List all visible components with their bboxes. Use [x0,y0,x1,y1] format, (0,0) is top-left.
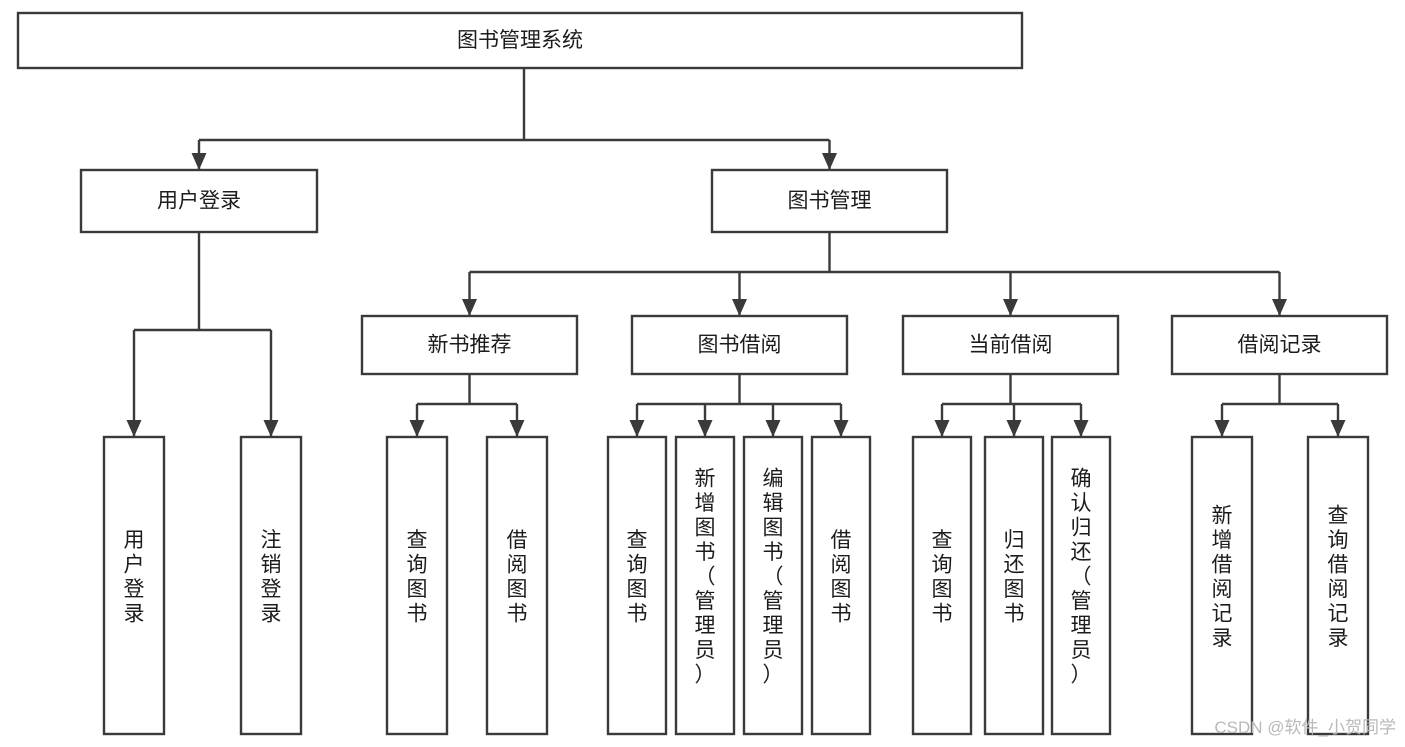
node-box-leaf-user-login [102,435,166,736]
node-box-leaf-query-book-recommend [385,435,449,736]
arrowhead-leaf-return-book [1006,420,1022,437]
node-leaf-query-book-borrow[interactable]: 查询图书 [606,435,668,736]
node-box-leaf-logout-login [239,435,303,736]
node-root[interactable]: 图书管理系统 [16,11,1024,70]
node-label-leaf-query-book-current: 查询图书 [932,529,953,626]
arrowhead-user-login [191,153,207,170]
node-book-manage[interactable]: 图书管理 [710,168,949,234]
node-new-book-recommend[interactable]: 新书推荐 [360,314,579,376]
node-leaf-query-book-recommend[interactable]: 查询图书 [385,435,449,736]
node-leaf-add-borrow-record[interactable]: 新增借阅记录 [1190,435,1254,736]
arrowhead-book-borrow [732,299,747,316]
arrowhead-leaf-user-login [126,420,142,437]
node-label-leaf-confirm-return-admin: 确认归还（管理员） [1071,468,1092,687]
node-label-leaf-logout-login: 注销登录 [261,529,282,626]
arrowhead-leaf-logout-login [263,420,279,437]
node-label-leaf-add-book-admin: 新增图书（管理员） [695,468,716,687]
node-box-leaf-query-book-borrow [606,435,668,736]
node-box-book-manage [710,168,949,234]
arrowhead-leaf-confirm-return-admin [1073,420,1089,437]
node-label-book-manage: 图书管理 [788,190,872,213]
node-box-user-login [79,168,319,234]
node-label-leaf-return-book: 归还图书 [1004,529,1025,626]
arrowhead-new-book-recommend [462,299,477,316]
arrowhead-leaf-add-book-admin [697,420,713,437]
node-box-new-book-recommend [360,314,579,376]
node-box-current-borrow [901,314,1120,376]
arrowhead-leaf-borrow-book [833,420,849,437]
node-layer: 图书管理系统用户登录图书管理新书推荐图书借阅当前借阅借阅记录用户登录注销登录查询… [16,11,1389,736]
node-box-leaf-borrow-book-recommend [485,435,549,736]
node-label-leaf-add-borrow-record: 新增借阅记录 [1212,504,1233,650]
arrowhead-leaf-add-borrow-record [1214,420,1230,437]
csdn-watermark: CSDN @软件_小贺同学 [1214,718,1396,737]
node-label-leaf-borrow-book: 借阅图书 [831,529,852,626]
node-label-leaf-user-login: 用户登录 [124,529,145,626]
arrowhead-leaf-query-book-current [934,420,950,437]
node-label-leaf-borrow-book-recommend: 借阅图书 [507,529,528,626]
node-borrow-record[interactable]: 借阅记录 [1170,314,1389,376]
node-label-leaf-query-book-recommend: 查询图书 [407,529,428,626]
arrowhead-leaf-query-book-recommend [409,420,425,437]
node-leaf-logout-login[interactable]: 注销登录 [239,435,303,736]
node-box-leaf-borrow-book [810,435,872,736]
node-box-root [16,11,1024,70]
node-leaf-borrow-book-recommend[interactable]: 借阅图书 [485,435,549,736]
connector-layer [126,68,1346,437]
node-current-borrow[interactable]: 当前借阅 [901,314,1120,376]
node-box-book-borrow [630,314,849,376]
node-leaf-borrow-book[interactable]: 借阅图书 [810,435,872,736]
node-box-leaf-query-book-current [911,435,973,736]
node-label-book-borrow: 图书借阅 [698,334,782,357]
arrowhead-borrow-record [1272,299,1287,316]
node-leaf-query-book-current[interactable]: 查询图书 [911,435,973,736]
node-label-leaf-edit-book-admin: 编辑图书（管理员） [763,468,784,687]
node-label-borrow-record: 借阅记录 [1238,334,1322,357]
arrowhead-leaf-query-book-borrow [629,420,645,437]
node-book-borrow[interactable]: 图书借阅 [630,314,849,376]
node-box-leaf-return-book [983,435,1045,736]
node-label-current-borrow: 当前借阅 [969,334,1053,357]
node-leaf-confirm-return-admin[interactable]: 确认归还（管理员） [1050,435,1112,736]
node-label-new-book-recommend: 新书推荐 [428,334,512,357]
node-leaf-return-book[interactable]: 归还图书 [983,435,1045,736]
node-leaf-add-book-admin[interactable]: 新增图书（管理员） [674,435,736,736]
node-box-leaf-edit-book-admin [742,435,804,736]
node-box-leaf-confirm-return-admin [1050,435,1112,736]
node-leaf-user-login[interactable]: 用户登录 [102,435,166,736]
arrowhead-current-borrow [1003,299,1018,316]
node-user-login[interactable]: 用户登录 [79,168,319,234]
node-label-root: 图书管理系统 [457,29,583,52]
arrowhead-leaf-edit-book-admin [765,420,781,437]
arrowhead-book-manage [822,153,837,170]
node-label-leaf-query-book-borrow: 查询图书 [627,529,648,626]
node-label-user-login: 用户登录 [157,190,241,213]
node-box-leaf-add-borrow-record [1190,435,1254,736]
arrowhead-leaf-query-borrow-record [1330,420,1346,437]
node-leaf-query-borrow-record[interactable]: 查询借阅记录 [1306,435,1370,736]
node-leaf-edit-book-admin[interactable]: 编辑图书（管理员） [742,435,804,736]
node-box-borrow-record [1170,314,1389,376]
node-label-leaf-query-borrow-record: 查询借阅记录 [1328,504,1349,650]
node-box-leaf-add-book-admin [674,435,736,736]
arrowhead-leaf-borrow-book-recommend [509,420,525,437]
node-box-leaf-query-borrow-record [1306,435,1370,736]
